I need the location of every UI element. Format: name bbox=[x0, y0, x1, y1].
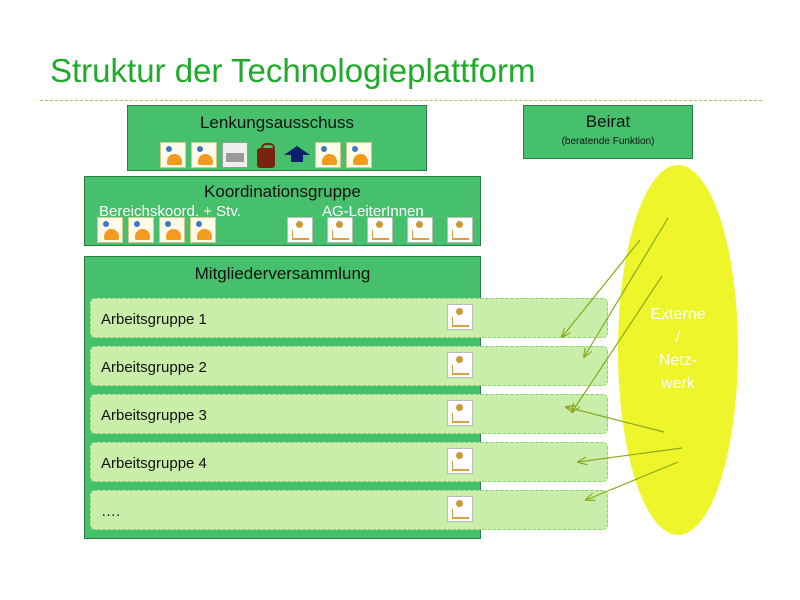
ag-leiter-label: AG-LeiterInnen bbox=[322, 203, 424, 220]
lenkungsausschuss-label: Lenkungsausschuss bbox=[199, 113, 355, 132]
beirat-label: Beirat bbox=[585, 112, 631, 131]
extern-line: Externe bbox=[650, 306, 706, 323]
thumbnail-icon bbox=[447, 400, 473, 426]
arbeitsgruppe-row: Arbeitsgruppe 4 bbox=[90, 442, 608, 482]
title-divider bbox=[40, 100, 762, 101]
bereichskoord-icons bbox=[97, 217, 221, 243]
koordinationsgruppe-box: Koordinationsgruppe Bereichskoord. + Stv… bbox=[84, 176, 481, 246]
arrow-to-ag3b bbox=[566, 407, 665, 433]
arbeitsgruppe-row: …. bbox=[90, 490, 608, 530]
thumbnail-icon bbox=[447, 217, 473, 243]
arrow-to-ag1 bbox=[562, 239, 641, 337]
extern-line: werk bbox=[661, 375, 695, 392]
koordinationsgruppe-label: Koordinationsgruppe bbox=[204, 182, 361, 201]
extern-netzwerk-label: Externe / Netz- werk bbox=[618, 303, 738, 395]
arrow-to-more bbox=[586, 461, 679, 500]
arbeitsgruppe-label: Arbeitsgruppe 4 bbox=[101, 455, 207, 472]
lenkungsausschuss-box: Lenkungsausschuss bbox=[127, 105, 427, 171]
machine-icon bbox=[222, 142, 248, 168]
person-icon bbox=[160, 142, 186, 168]
thumbnail-icon bbox=[447, 496, 473, 522]
person-icon bbox=[97, 217, 123, 243]
thumbnail-icon bbox=[327, 217, 353, 243]
arbeitsgruppe-label: …. bbox=[101, 503, 121, 520]
arbeitsgruppe-label: Arbeitsgruppe 2 bbox=[101, 359, 207, 376]
arrow-to-ag3a bbox=[572, 275, 663, 412]
extern-line: Netz- bbox=[658, 352, 698, 369]
thumbnail-icon bbox=[407, 217, 433, 243]
arbeitsgruppe-row: Arbeitsgruppe 3 bbox=[90, 394, 608, 434]
beirat-sublabel: (beratende Funktion) bbox=[561, 136, 655, 147]
person-icon bbox=[191, 142, 217, 168]
arrow-to-ag4 bbox=[578, 447, 683, 462]
extern-netzwerk-ellipse bbox=[618, 165, 738, 535]
arbeitsgruppe-label: Arbeitsgruppe 1 bbox=[101, 311, 207, 328]
person-icon bbox=[190, 217, 216, 243]
graduation-cap-icon bbox=[284, 142, 310, 168]
thumbnail-icon bbox=[447, 448, 473, 474]
person-icon bbox=[128, 217, 154, 243]
bereichskoord-label: Bereichskoord. + Stv. bbox=[99, 203, 241, 220]
mitgliederversammlung-label: Mitgliederversammlung bbox=[194, 264, 371, 283]
arbeitsgruppe-row: Arbeitsgruppe 1 bbox=[90, 298, 608, 338]
page-title: Struktur der Technologieplattform bbox=[50, 52, 536, 89]
person-icon bbox=[315, 142, 341, 168]
ag-leiter-icons bbox=[287, 217, 478, 243]
thumbnail-icon bbox=[287, 217, 313, 243]
bag-icon bbox=[253, 142, 279, 168]
person-icon bbox=[159, 217, 185, 243]
arbeitsgruppe-label: Arbeitsgruppe 3 bbox=[101, 407, 207, 424]
beirat-box: Beirat (beratende Funktion) bbox=[523, 105, 693, 159]
arbeitsgruppe-row: Arbeitsgruppe 2 bbox=[90, 346, 608, 386]
thumbnail-icon bbox=[447, 304, 473, 330]
lenkungsausschuss-icons bbox=[160, 142, 377, 168]
thumbnail-icon bbox=[447, 352, 473, 378]
thumbnail-icon bbox=[367, 217, 393, 243]
person-icon bbox=[346, 142, 372, 168]
arrow-to-ag2 bbox=[584, 217, 669, 357]
extern-line: / bbox=[675, 329, 681, 346]
